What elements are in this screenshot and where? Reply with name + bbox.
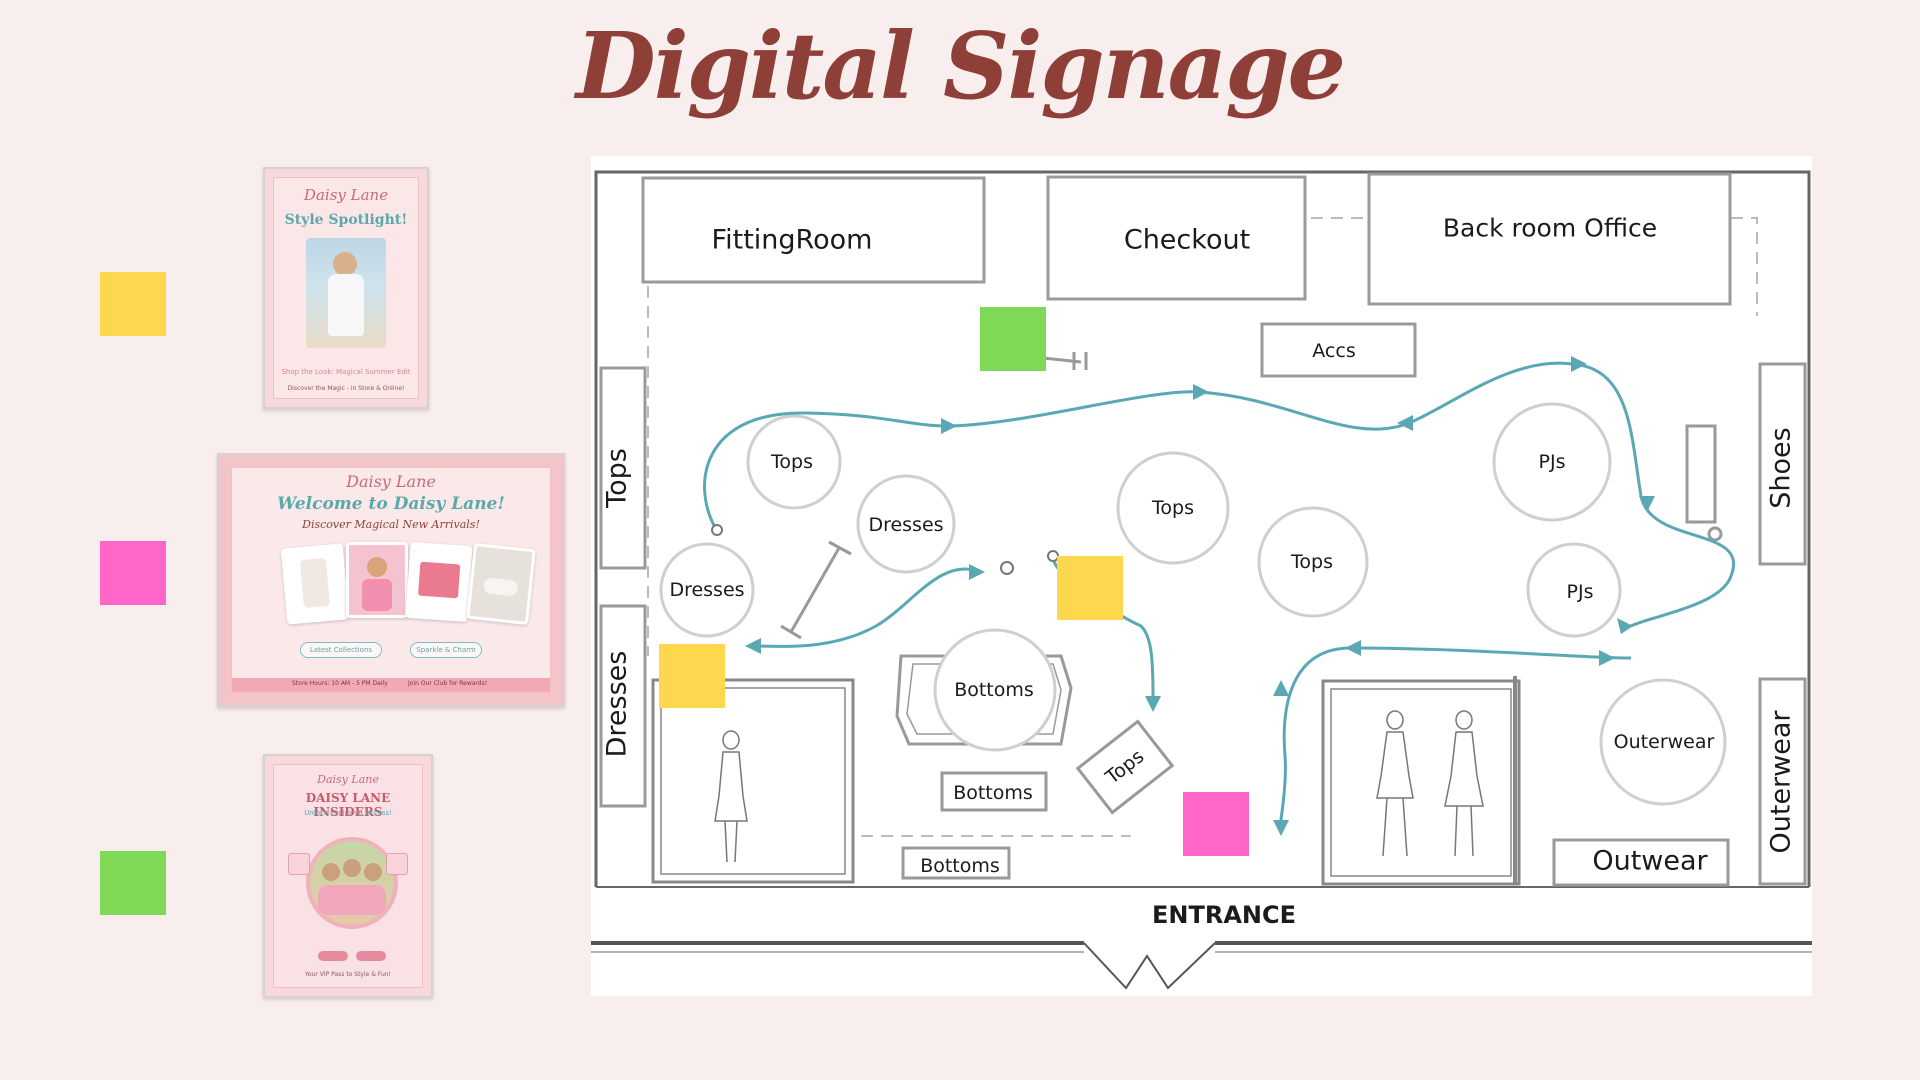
rack-outerwear [1599,678,1727,806]
poster-button-latest-collections: Latest Collections [300,642,382,658]
signage-marker-pink [1183,792,1249,856]
poster-footer-left: Store Hours: 10 AM - 5 PM Daily [292,680,388,687]
label-rack-tops-1: Tops [771,451,813,473]
poster-footer: Your VIP Pass to Style & Fun! [305,971,391,978]
label-outerwear-wall: Outerwear [1765,710,1797,854]
poster-headline: Style Spotlight! [284,212,408,228]
label-rack-pjs-2: PJs [1566,581,1594,603]
label-rack-outerwear: Outerwear [1613,731,1715,753]
poster-product-girl [346,542,408,618]
window-displays [651,676,1521,886]
poster-tagline: Shop the Look: Magical Summer Edit [281,368,411,376]
label-back-office: Back room Office [1442,213,1658,243]
label-fitting-room: FittingRoom [711,224,873,256]
checkout-box [1046,175,1307,301]
back-office-box [1367,172,1732,306]
poster-brand: Daisy Lane [317,773,379,786]
poster-photo-circle [306,837,398,929]
store-walls [591,170,1812,953]
room-boxes [599,172,1807,886]
entrance-door-swing [1083,942,1216,990]
store-floor-plan: FittingRoom Checkout Back room Office Ac… [591,156,1812,996]
poster-footer-right: Join Our Club for Rewards! [408,680,488,687]
label-shoes-wall: Shoes [1765,427,1797,509]
path-arrows [745,356,1655,836]
label-table-outwear: Outwear [1592,845,1708,877]
shoes-wall-box [1758,362,1807,566]
rack-pjs-2 [1526,542,1622,638]
poster-icon-right [386,853,408,875]
rack-tops-2 [1116,451,1230,565]
table-outwear [1552,838,1730,887]
legend-swatch-yellow [100,272,166,336]
rack-dresses-1 [856,474,956,574]
poster-product-skirt [405,541,473,623]
poster-subhead: Unlock Exclusive Access! [304,809,392,817]
poster-footer-bar: Store Hours: 10 AM - 5 PM Daily Join Our… [232,678,550,692]
page-title: Digital Signage [575,12,1346,120]
label-rack-tops-3: Tops [1291,551,1333,573]
table-tops [1075,719,1175,815]
poster-footer: Discover the Magic - in Store & Online! [287,385,405,392]
poster-pill-right [356,951,386,961]
poster-welcome: Daisy Lane Welcome to Daisy Lane! Discov… [217,453,565,707]
label-table-bottoms-2: Bottoms [920,855,1000,877]
poster-product-shoes [466,542,536,626]
table-bottoms-2 [901,846,1011,880]
poster-style-spotlight: Daisy Lane Style Spotlight! Shop the Loo… [263,167,429,409]
label-dresses-wall: Dresses [601,650,633,758]
label-rack-bottoms: Bottoms [954,679,1034,701]
label-tops-wall: Tops [601,448,633,508]
label-table-bottoms-1: Bottoms [953,782,1033,804]
small-tables [901,719,1730,887]
rack-bottoms [933,628,1057,752]
table-bottoms-1 [940,771,1048,812]
rack-dresses-2 [659,542,755,638]
legend-swatch-green [100,851,166,915]
outerwear-wall-box [1758,677,1807,886]
legend-swatch-pink [100,541,166,605]
poster-brand: Daisy Lane [346,472,436,491]
label-checkout: Checkout [1123,224,1251,256]
signage-marker-yellow-window [659,644,725,708]
signage-markers [659,307,1249,856]
poster-button-sparkle-charm: Sparkle & Charm [410,642,482,658]
poster-insiders: Daisy Lane DAISY LANE INSIDERS Unlock Ex… [263,754,433,998]
poster-product-dress [280,543,350,625]
label-rack-dresses-2: Dresses [669,579,745,601]
path-nodes [711,524,1059,575]
label-accs: Accs [1312,340,1356,362]
label-rack-pjs-1: PJs [1538,451,1566,473]
signage-marker-yellow-center [1057,556,1123,620]
rack-tops-1 [746,414,842,510]
left-display-window [651,678,855,884]
bottoms-display-base [895,654,1073,746]
poster-brand: Daisy Lane [303,186,389,204]
poster-icon-left [288,853,310,875]
dresses-wall-box [599,604,647,808]
tops-wall-box [599,366,647,570]
right-display-window [1321,679,1521,886]
rack-pjs-1 [1492,402,1612,522]
poster-subhead: Discover Magical New Arrivals! [302,518,480,531]
poster-pill-left [318,951,348,961]
signage-marker-green [980,307,1046,371]
poster-headline: Welcome to Daisy Lane! [277,494,505,514]
fitting-room-box [641,176,986,284]
rack-tops-3 [1257,506,1369,618]
poster-headline: DAISY LANE INSIDERS [305,791,391,819]
clothing-rails [780,352,1723,640]
mannequin-figures [714,710,1484,863]
label-rack-dresses-1: Dresses [868,514,944,536]
poster-photo [306,238,386,348]
label-entrance: ENTRANCE [1152,901,1296,929]
label-rack-tops-2: Tops [1152,497,1194,519]
round-racks [659,402,1727,806]
floor-plan-drawing [591,170,1812,990]
accs-box [1260,322,1417,378]
